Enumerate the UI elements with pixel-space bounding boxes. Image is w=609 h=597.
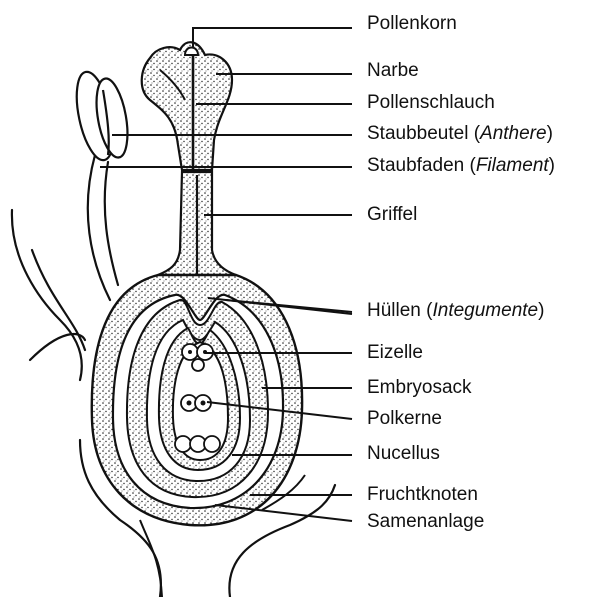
- pollen-grain: [185, 48, 198, 56]
- left-sepal-2: [105, 162, 118, 285]
- anther: [70, 69, 133, 164]
- label-polkerne: Polkerne: [367, 408, 442, 430]
- left-leaf-outer: [12, 210, 82, 380]
- label-staubbeutel: Staubbeutel (Anthere): [367, 123, 553, 145]
- left-leaf-curl: [30, 334, 85, 360]
- stigma: [142, 42, 232, 170]
- label-fruchtknoten: Fruchtknoten: [367, 484, 478, 506]
- label-huellen: Hüllen (Integumente): [367, 300, 544, 322]
- label-pollenkorn: Pollenkorn: [367, 13, 457, 35]
- label-embryosack: Embryosack: [367, 377, 472, 399]
- label-narbe: Narbe: [367, 60, 419, 82]
- label-nucellus: Nucellus: [367, 443, 440, 465]
- label-staubfaden: Staubfaden (Filament): [367, 155, 555, 177]
- label-griffel: Griffel: [367, 204, 417, 226]
- label-pollenschlauch: Pollenschlauch: [367, 92, 495, 114]
- label-eizelle: Eizelle: [367, 342, 423, 364]
- label-samenanlage: Samenanlage: [367, 511, 484, 533]
